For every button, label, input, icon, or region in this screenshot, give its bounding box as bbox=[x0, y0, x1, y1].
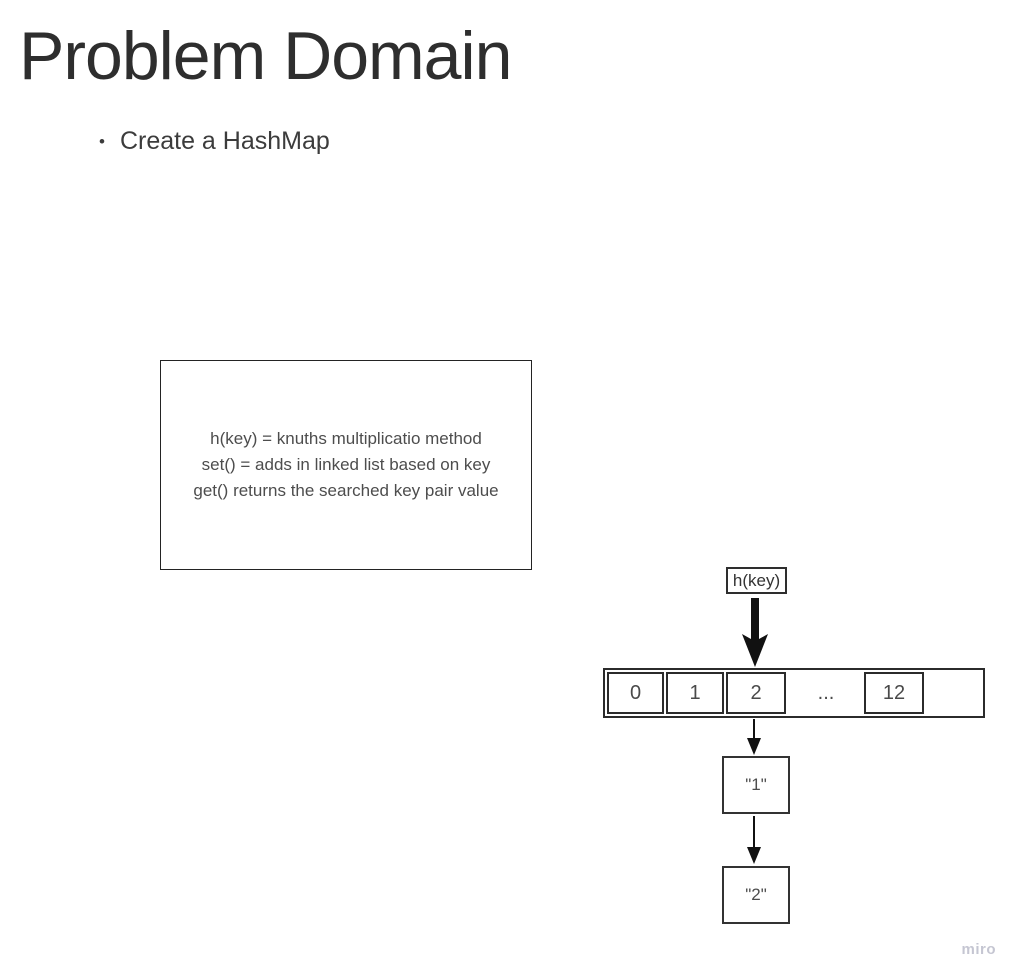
hash-function-label-text: h(key) bbox=[732, 570, 781, 590]
array-cell-12-label: 12 bbox=[882, 681, 906, 704]
hash-array[interactable]: 0 1 2 ... 12 bbox=[603, 668, 985, 718]
array-cell-0-label: 0 bbox=[629, 681, 642, 704]
list-arrow-2-icon[interactable] bbox=[745, 816, 763, 865]
array-cell-ellipsis[interactable]: ... bbox=[788, 670, 864, 716]
notes-line-get: get() returns the searched key pair valu… bbox=[193, 481, 499, 500]
notes-box[interactable]: h(key) = knuths multiplicatio method set… bbox=[160, 360, 532, 570]
array-cell-1-label: 1 bbox=[689, 681, 701, 704]
array-cell-2-label: 2 bbox=[750, 681, 762, 704]
array-cell-ellipsis-label: ... bbox=[817, 681, 835, 704]
notes-line-hkey: h(key) = knuths multiplicatio method bbox=[210, 429, 482, 448]
list-node-1-label: "1" bbox=[745, 775, 767, 794]
list-arrow-1-icon[interactable] bbox=[745, 719, 763, 756]
array-cell-2[interactable]: 2 bbox=[726, 672, 786, 714]
page-title[interactable]: Problem Domain bbox=[19, 18, 512, 94]
array-cell-1[interactable]: 1 bbox=[666, 672, 724, 714]
list-node-1[interactable]: "1" bbox=[722, 756, 790, 814]
list-node-2[interactable]: "2" bbox=[722, 866, 790, 924]
hash-arrow-icon[interactable] bbox=[739, 596, 771, 668]
notes-line-set: set() = adds in linked list based on key bbox=[201, 455, 491, 474]
bullet-item[interactable]: • Create a HashMap bbox=[99, 127, 330, 156]
array-cell-12[interactable]: 12 bbox=[864, 672, 924, 714]
miro-watermark: miro bbox=[961, 941, 996, 958]
hash-function-label[interactable]: h(key) bbox=[726, 567, 787, 594]
array-cell-0[interactable]: 0 bbox=[607, 672, 664, 714]
bullet-text: Create a HashMap bbox=[119, 127, 330, 155]
list-node-2-label: "2" bbox=[745, 885, 767, 904]
array-cell-empty[interactable] bbox=[926, 670, 981, 716]
bullet-dot: • bbox=[99, 132, 105, 151]
